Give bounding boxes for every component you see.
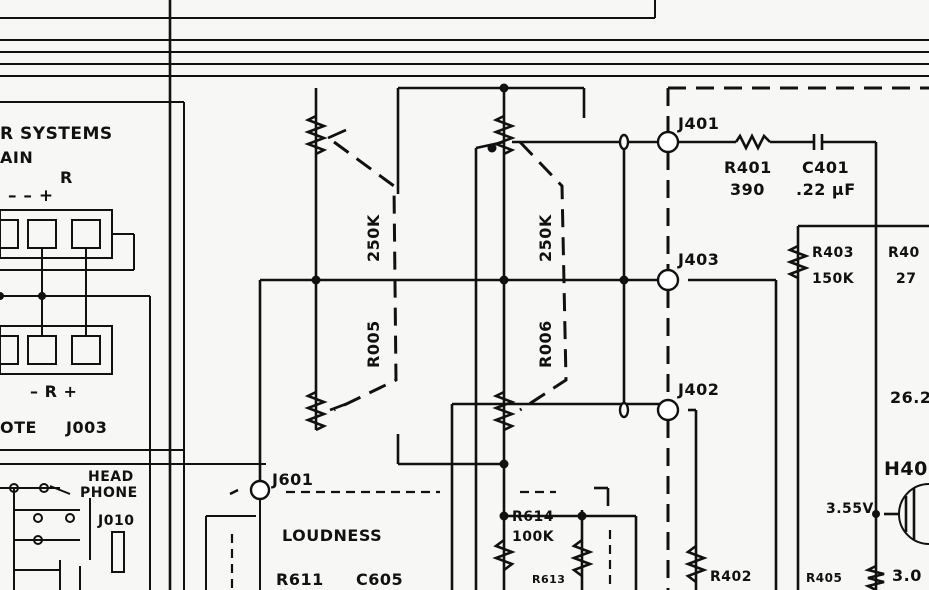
r611-label: R611 xyxy=(276,570,324,589)
pot-r005 xyxy=(304,88,398,432)
voltage-26-label: 26.2 xyxy=(890,388,929,407)
speaker-systems-label: R SYSTEMS xyxy=(0,124,113,144)
c605-label: C605 xyxy=(356,570,404,589)
voltage-355-label: 3.55V xyxy=(826,502,874,516)
pot-r006 xyxy=(474,88,568,590)
r40x-label: R40 xyxy=(888,245,920,261)
pot-250k-right-label: 250K xyxy=(536,214,555,262)
r403-label: R403 xyxy=(812,245,855,261)
remote-label: OTE xyxy=(0,418,37,437)
main-label: AIN xyxy=(0,148,34,167)
head-label: HEAD xyxy=(88,469,134,485)
voltage-355-unit: V xyxy=(862,501,874,517)
r405-label: R405 xyxy=(806,571,843,585)
j401-label: J401 xyxy=(678,114,720,133)
r614-label: R614 xyxy=(512,509,555,525)
r401-value-label: 390 xyxy=(730,180,765,199)
r40x-value-label: 27 xyxy=(896,271,917,287)
r614-value-label: 100K xyxy=(512,529,555,545)
c401-label: C401 xyxy=(802,158,850,177)
polarity-bottom-label: – R + xyxy=(30,382,78,401)
r613-label: R613 xyxy=(532,573,566,586)
j003-label: J003 xyxy=(66,418,108,437)
polarity-top-label: – – + xyxy=(8,186,54,206)
h40-label: H40 xyxy=(884,458,928,480)
pot-r005-label: R005 xyxy=(364,320,383,368)
loudness-box xyxy=(205,486,612,590)
loudness-label: LOUDNESS xyxy=(282,526,383,545)
r403-value-label: 150K xyxy=(812,271,855,287)
pot-r006-label: R006 xyxy=(536,320,555,368)
pot-250k-left-label: 250K xyxy=(364,214,383,262)
right-module-boundary xyxy=(666,86,929,590)
speaker-systems-panel xyxy=(0,101,266,590)
j403-label: J403 xyxy=(678,250,720,269)
j601-label: J601 xyxy=(272,470,314,489)
j402-label: J402 xyxy=(678,380,720,399)
voltage-30-label: 3.0 xyxy=(892,566,922,585)
interconnect-wires xyxy=(258,83,778,590)
phone-label: PHONE xyxy=(80,485,138,501)
r-top-label: R xyxy=(60,168,73,187)
voltage-355-value: 3.55 xyxy=(826,501,863,517)
r402-label: R402 xyxy=(710,569,753,585)
c401-value-label: .22 μF xyxy=(796,180,856,199)
r401-label: R401 xyxy=(724,158,772,177)
j010-label: J010 xyxy=(98,513,135,529)
